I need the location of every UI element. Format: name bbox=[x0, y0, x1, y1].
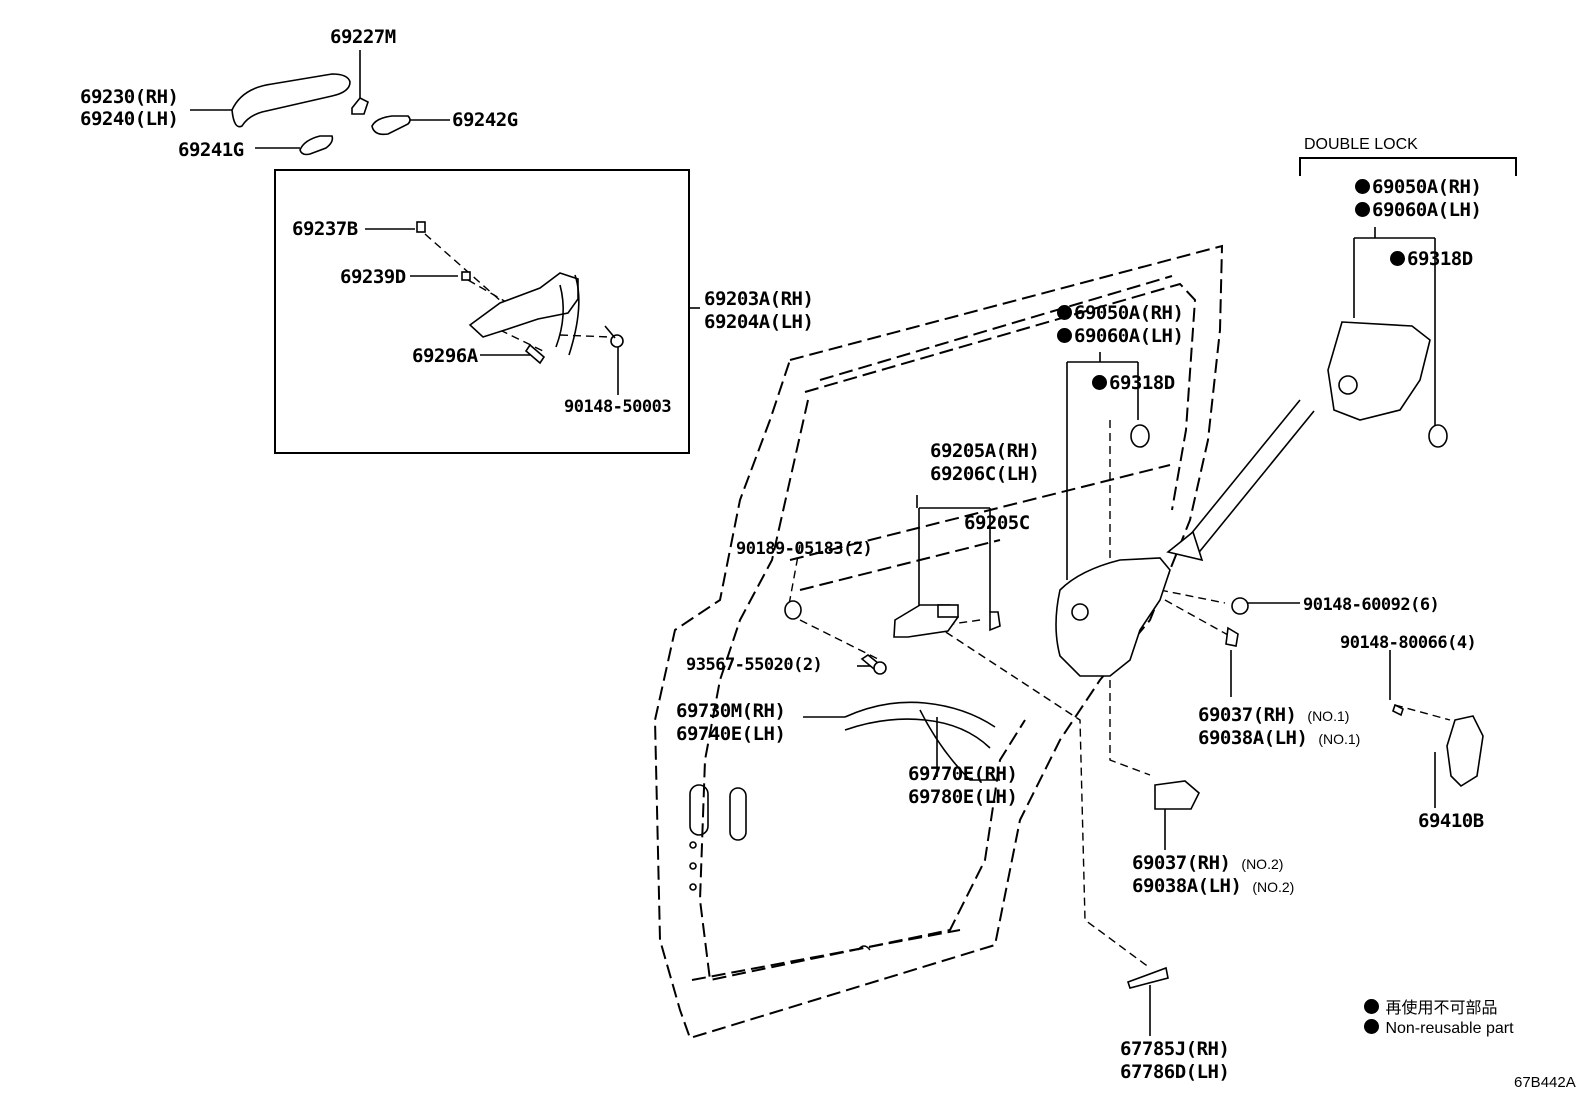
legend-text: 再使用不可部品 bbox=[1385, 1000, 1498, 1017]
non-reusable-marker-icon bbox=[1057, 328, 1072, 343]
label-69770E: 69770E(RH) bbox=[908, 763, 1018, 785]
double-lock-bracket bbox=[1299, 157, 1517, 176]
cover-pad-left bbox=[299, 135, 334, 156]
label-note: (NO.2) bbox=[1241, 856, 1284, 872]
label-69050A-double-lock: 69050A(RH) bbox=[1355, 176, 1482, 198]
label-93567-55020: 93567-55020(2) bbox=[686, 655, 823, 675]
label-69240: 69240(LH) bbox=[80, 108, 179, 130]
label-note: (NO.1) bbox=[1307, 708, 1350, 724]
dashed-leaders bbox=[424, 233, 1451, 969]
figure-id: 67B442A bbox=[1514, 1074, 1576, 1091]
legend-english: Non-reusable part bbox=[1364, 1019, 1514, 1038]
label-69060A-double-lock: 69060A(LH) bbox=[1355, 199, 1482, 221]
label-69060A: 69060A(LH) bbox=[1057, 325, 1184, 347]
label-text: 69050A(RH) bbox=[1372, 176, 1482, 198]
double-lock-heading: DOUBLE LOCK bbox=[1304, 136, 1418, 153]
label-69038A-no2: 69038A(LH) (NO.2) bbox=[1132, 875, 1294, 898]
label-69206C: 69206C(LH) bbox=[930, 463, 1040, 485]
outside-handle bbox=[231, 73, 351, 128]
assembly-arrow bbox=[1166, 399, 1315, 562]
label-69230: 69230(RH) bbox=[80, 86, 179, 108]
label-90148-60092: 90148-60092(6) bbox=[1303, 595, 1440, 615]
label-69730M: 69730M(RH) bbox=[676, 700, 786, 722]
label-69318D: 69318D bbox=[1092, 372, 1175, 394]
label-note: (NO.1) bbox=[1318, 731, 1361, 747]
lock-assembly bbox=[1055, 557, 1171, 677]
label-69318D-double-lock: 69318D bbox=[1390, 248, 1473, 270]
non-reusable-marker-icon bbox=[1390, 251, 1405, 266]
legend-text: Non-reusable part bbox=[1385, 1020, 1514, 1037]
label-text: 69318D bbox=[1407, 248, 1473, 270]
label-text: 69038A(LH) bbox=[1198, 727, 1308, 749]
label-90148-80066: 90148-80066(4) bbox=[1340, 633, 1477, 653]
label-69410B: 69410B bbox=[1418, 810, 1484, 832]
cable-a bbox=[844, 701, 996, 728]
non-reusable-marker-icon bbox=[1092, 375, 1107, 390]
label-text: 69060A(LH) bbox=[1372, 199, 1482, 221]
label-67785J: 67785J(RH) bbox=[1120, 1038, 1230, 1060]
non-reusable-marker-icon bbox=[1057, 305, 1072, 320]
label-67786D: 67786D(LH) bbox=[1120, 1061, 1230, 1083]
label-69227M: 69227M bbox=[330, 26, 396, 48]
cable-b bbox=[844, 718, 991, 749]
label-90189-05183: 90189-05183(2) bbox=[736, 539, 873, 559]
part-sketches bbox=[231, 73, 1484, 989]
label-69038A-no1: 69038A(LH) (NO.1) bbox=[1198, 727, 1360, 750]
double-lock-assembly bbox=[1327, 321, 1431, 421]
legend-japanese: 再使用不可部品 bbox=[1364, 994, 1497, 1018]
label-69740E: 69740E(LH) bbox=[676, 723, 786, 745]
label-text: 69037(RH) bbox=[1132, 852, 1231, 874]
door-details bbox=[689, 784, 871, 951]
label-69037-no2: 69037(RH) (NO.2) bbox=[1132, 852, 1283, 875]
striker bbox=[1446, 715, 1484, 788]
label-69296A: 69296A bbox=[412, 345, 478, 367]
handle-cap bbox=[351, 96, 369, 115]
label-text: 69050A(RH) bbox=[1074, 302, 1184, 324]
label-text: 69318D bbox=[1109, 372, 1175, 394]
non-reusable-marker-icon bbox=[1364, 1019, 1379, 1034]
non-reusable-marker-icon bbox=[1355, 202, 1370, 217]
label-69242G: 69242G bbox=[452, 109, 518, 131]
label-69037-no1: 69037(RH) (NO.1) bbox=[1198, 704, 1349, 727]
protector bbox=[1126, 966, 1169, 989]
label-69205A: 69205A(RH) bbox=[930, 440, 1040, 462]
label-69239D: 69239D bbox=[340, 266, 406, 288]
label-text: 69038A(LH) bbox=[1132, 875, 1242, 897]
label-69237B: 69237B bbox=[292, 218, 358, 240]
non-reusable-marker-icon bbox=[1364, 999, 1379, 1014]
lock-cover bbox=[1154, 780, 1200, 810]
frame bbox=[468, 272, 579, 338]
label-text: 69060A(LH) bbox=[1074, 325, 1184, 347]
inset-box bbox=[274, 169, 690, 454]
non-reusable-marker-icon bbox=[1355, 179, 1370, 194]
cover-pad-right bbox=[371, 115, 411, 136]
leader-lines bbox=[190, 50, 1436, 1036]
label-69780E: 69780E(LH) bbox=[908, 786, 1018, 808]
label-69204A: 69204A(LH) bbox=[704, 311, 814, 333]
label-69241G: 69241G bbox=[178, 139, 244, 161]
label-69050A: 69050A(RH) bbox=[1057, 302, 1184, 324]
label-69205C: 69205C bbox=[964, 512, 1030, 534]
label-69203A: 69203A(RH) bbox=[704, 288, 814, 310]
label-90148-50003: 90148-50003 bbox=[564, 397, 672, 417]
label-note: (NO.2) bbox=[1252, 879, 1295, 895]
label-text: 69037(RH) bbox=[1198, 704, 1297, 726]
door-outline bbox=[653, 244, 1224, 1040]
